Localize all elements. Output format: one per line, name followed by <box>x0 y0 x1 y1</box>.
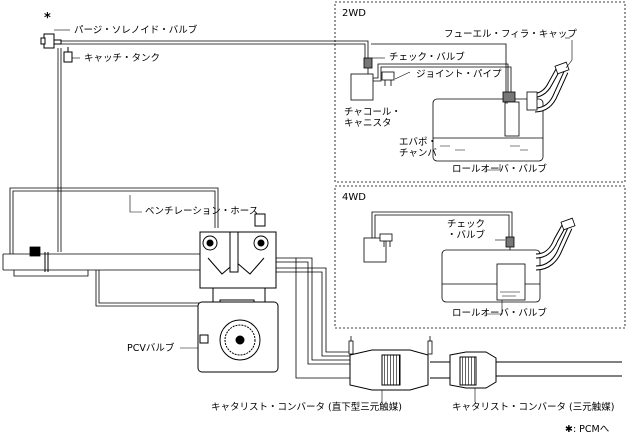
evap-system-2wd <box>350 40 573 162</box>
intake-pipe <box>2 246 225 277</box>
box-2wd <box>334 1 626 183</box>
footnote-pcm: ✱: PCMへ <box>565 424 610 435</box>
catalyst-direct <box>349 349 450 391</box>
label-fuel-filler-cap: フューエル・フィラ・キャップ <box>444 29 577 40</box>
purge-to-intake-line <box>57 48 62 252</box>
label-catalyst-main: キャタリスト・コンバータ (三元触媒) <box>452 402 615 413</box>
label-charcoal-canister-line2: キャニスタ <box>344 118 392 129</box>
label-charcoal-canister-line1: チャコール・ <box>344 107 401 118</box>
exhaust-pipe <box>276 257 350 379</box>
label-evap-chamber: エバポ・ チャンバ <box>399 137 437 159</box>
label-purge-solenoid-valve: パージ・ソレノイド・バルブ <box>74 25 198 36</box>
purge-line <box>61 40 369 58</box>
catalyst-main <box>449 351 622 389</box>
label-check-valve-4wd: チェック ・バルブ <box>447 219 485 241</box>
label-ventilation-hose: ベンチレーション・ホース <box>145 206 259 217</box>
ventilation-hose <box>9 187 219 307</box>
label-pcv-valve: PCVバルブ <box>127 343 175 354</box>
catch-tank <box>63 47 73 63</box>
label-rollover-valve-2wd: ロールオーバ・バルブ <box>452 164 547 175</box>
leader-lines <box>54 29 570 402</box>
label-joint-pipe: ジョイント・パイプ <box>416 69 502 80</box>
oxygen-sensor-icon <box>348 336 433 355</box>
label-rollover-valve-4wd: ロールオーバ・バルブ <box>452 308 547 319</box>
box-title-4wd: 4WD <box>342 192 366 203</box>
engine <box>197 213 279 373</box>
box-4wd <box>334 185 626 329</box>
label-check-valve-2wd: チェック・バルブ <box>389 52 465 63</box>
label-evap-chamber-line1: エバポ・ <box>399 137 438 148</box>
label-check-valve-4wd-line2: ・バルブ <box>447 230 486 241</box>
pcm-marker-star: * <box>44 11 51 26</box>
box-title-2wd: 2WD <box>342 8 366 19</box>
label-catalyst-direct: キャタリスト・コンバータ (直下型三元触媒) <box>211 402 402 413</box>
label-charcoal-canister: チャコール・ キャニスタ <box>344 107 401 129</box>
purge-solenoid-valve <box>40 33 62 49</box>
label-check-valve-4wd-line1: チェック <box>447 219 486 230</box>
label-evap-chamber-line2: チャンバ <box>399 148 437 159</box>
label-catch-tank: キャッチ・タンク <box>84 53 161 64</box>
evap-system-4wd <box>363 211 576 303</box>
